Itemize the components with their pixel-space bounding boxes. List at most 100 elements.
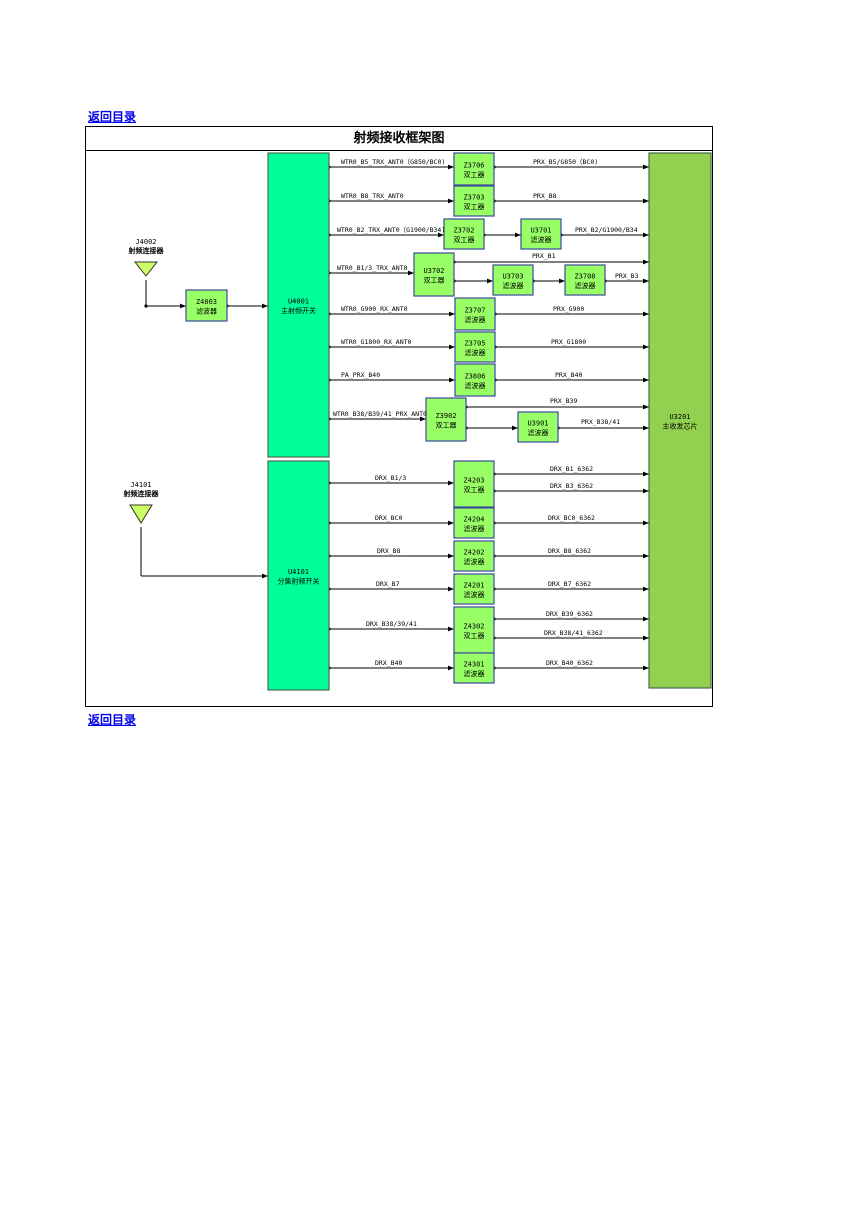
block-id-label: Z4302 [463,623,484,631]
signal-label: DRX_B40_6362 [546,659,593,667]
block-id-label: U4001 [288,298,309,306]
block-id-label: U4101 [288,568,309,576]
signal-label: DRX_B7 [376,580,400,588]
block-name-label: 双工器 [424,277,445,285]
block-id-label: Z3705 [464,340,485,348]
signal-label: DRX_B38/39/41 [366,620,417,628]
antenna-name-label: 射频连接器 [128,246,165,255]
signal-label: WTR0_G900_RX_ANT0 [341,305,408,313]
signal-label: PA_PRX_B40 [341,371,380,379]
block-name-label: 滤波器 [531,235,552,244]
block-name-label: 主收发芯片 [663,422,698,431]
block-name-label: 双工器 [464,632,485,640]
signal-label: DRX_BC0 [375,514,402,522]
block-name-label: 滤波器 [575,281,596,290]
block-name-label: 滤波器 [196,307,217,316]
antenna-icon [133,261,159,277]
block-name-label: 双工器 [454,236,475,244]
block-name-label: 滤波器 [528,428,549,437]
signal-label: DRX_B1_6362 [550,465,593,473]
block-id-label: Z3708 [574,273,595,281]
block-name-label: 滤波器 [464,524,485,533]
signal-label: DRX_B8 [377,547,401,555]
signal-label: WTR0_B5_TRX_ANT0（G850/BC0) [341,158,445,166]
block-id-label: Z4203 [463,477,484,485]
signal-label: DRX_B3_6362 [550,482,593,490]
block-id-label: U3901 [527,420,548,428]
signal-label: PRX_B5/G850（BC0) [533,158,598,166]
block-name-label: 滤波器 [465,381,486,390]
signal-label: WTR0_B38/B39/41_PRX_ANT0 [333,410,427,418]
signal-label: DRX_BC0_6362 [548,514,595,522]
block-id-label: Z4201 [463,582,484,590]
block-id-label: Z4204 [463,516,484,524]
signal-label: DRX_B8_6362 [548,547,591,555]
signal-label: PRX_B40 [555,371,582,379]
block-u3702: U3702 双工器 [413,252,455,297]
signal-label: DRX_B39_6362 [546,610,593,618]
back-to-toc-link-top[interactable]: 返回目录 [88,110,137,124]
block-name-label: 主射频开关 [281,306,316,315]
signal-label: PRX_B39 [550,397,577,405]
signal-label: WTR0_B1/3_TRX_ANT0 [337,264,408,272]
block-name-label: 滤波器 [464,669,485,678]
block-id-label: U3703 [502,273,523,281]
block-id-label: Z3806 [464,373,485,381]
block-id-label: Z3707 [464,307,485,315]
block-id-label: Z4301 [463,661,484,669]
block-name-label: 双工器 [436,422,457,430]
signal-label: PRX_G1800 [551,338,586,346]
signal-label: WTR0_G1800_RX_ANT0 [341,338,412,346]
block-name-label: 滤波器 [465,348,486,357]
antenna-icon [129,504,153,524]
signal-label: PRX_B1 [532,252,556,260]
signal-label: WTR0_B2_TRX_ANT0（G1900/B34) [337,226,445,234]
block-name-label: 滤波器 [503,281,524,290]
signal-label: PRX_B2/G1900/B34 [575,226,638,234]
antenna-id-label: J4101 [130,481,151,489]
signal-label: PRX_B38/41 [581,418,620,426]
back-to-toc-link-bottom[interactable]: 返回目录 [88,713,137,727]
block-name-label: 滤波器 [464,590,485,599]
antenna-name-label: 射频连接器 [123,489,160,498]
block-id-label: U3701 [530,227,551,235]
block-name-label: 双工器 [464,171,485,179]
block-name-label: 双工器 [464,203,485,211]
block-id-label: Z3902 [435,412,456,420]
antenna-id-label: J4002 [135,238,156,246]
block-z3902: Z3902 双工器 [425,397,467,442]
block-id-label: Z3706 [463,162,484,170]
signal-label: DRX_B7_6362 [548,580,591,588]
signal-label: PRX_B3 [615,272,639,280]
block-name-label: 分集射频开关 [278,577,320,586]
block-id-label: U3702 [423,267,444,275]
signal-label: PRX_G900 [553,305,584,313]
signal-label: DRX_B40 [375,659,402,667]
block-id-label: Z4003 [196,298,217,306]
rf-block-diagram: Z4003滤波器U4001主射频开关U4101分集射频开关U3201主收发芯片Z… [123,152,712,691]
block-id-label: Z3703 [463,194,484,202]
block-name-label: 滤波器 [464,557,485,566]
block-id-label: Z3702 [453,227,474,235]
